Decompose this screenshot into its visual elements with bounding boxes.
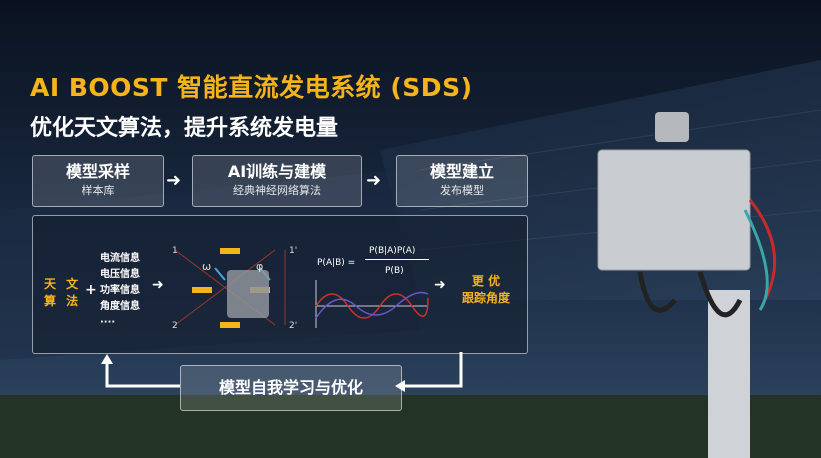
plus-sign: +: [85, 282, 97, 298]
node-label: 2': [289, 321, 298, 331]
step-ai-training: AI训练与建模 经典神经网络算法: [192, 155, 362, 207]
output-line-2: 跟踪角度: [462, 291, 511, 305]
step-title: 模型建立: [429, 162, 494, 181]
better-tracking-angle: 更 优 跟踪角度: [462, 273, 510, 307]
page-subtitle: 优化天文算法，提升系统发电量: [30, 116, 339, 141]
info-item: 电压信息: [100, 269, 140, 280]
phi-symbol: φ: [256, 260, 264, 273]
info-list: 电流信息 电压信息 功率信息 角度信息 ····: [100, 251, 140, 331]
formula-numerator: P(B|A)P(A): [369, 246, 416, 256]
step-model-build: 模型建立 发布模型: [396, 155, 528, 207]
step-model-sampling: 模型采样 样本库: [32, 155, 164, 207]
output-line-1: 更 优: [471, 274, 501, 288]
node-label: 2: [172, 321, 178, 331]
step-subtitle: 发布模型: [440, 184, 484, 197]
step-title: 模型采样: [65, 162, 130, 181]
arrow-right-icon: ➜: [434, 277, 446, 293]
algorithm-panel: [32, 215, 528, 354]
feedback-loop-arrows: [101, 352, 463, 392]
wave-plot: [315, 280, 429, 328]
omega-symbol: ω: [202, 260, 212, 273]
page-title: AI BOOST 智能直流发电系统 (SDS): [30, 73, 473, 102]
formula-bar: [365, 259, 429, 260]
step-subtitle: 样本库: [81, 184, 115, 197]
info-item: ····: [100, 317, 116, 328]
astro-line-2: 算 法: [44, 294, 82, 308]
info-item: 功率信息: [100, 285, 140, 296]
info-item: 电流信息: [100, 253, 140, 264]
formula-left: P(A|B) =: [317, 258, 356, 268]
astro-line-1: 天 文: [44, 277, 82, 291]
astro-algorithm-label: 天 文 算 法: [44, 276, 81, 310]
step-title: AI训练与建模: [227, 162, 327, 181]
arrow-right-icon: ➜: [166, 170, 182, 191]
step-subtitle: 经典神经网络算法: [233, 184, 321, 197]
self-learning-box: 模型自我学习与优化: [180, 365, 402, 411]
info-item: 角度信息: [100, 301, 140, 312]
formula-denominator: P(B): [385, 266, 404, 276]
arrow-right-icon: ➜: [152, 277, 164, 293]
node-label: 1: [172, 246, 178, 256]
tracker-diagram: [174, 248, 286, 328]
node-label: 1': [289, 246, 298, 256]
arrow-right-icon: ➜: [366, 170, 382, 191]
